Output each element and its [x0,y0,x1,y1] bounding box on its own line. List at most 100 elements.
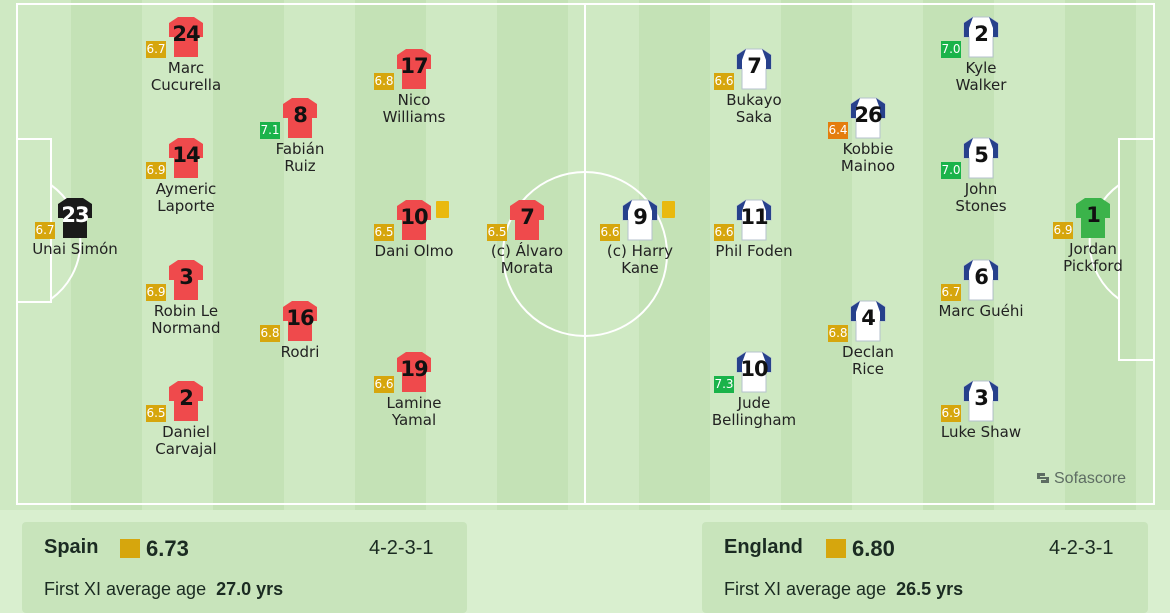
team-formation: 4-2-3-1 [369,537,434,559]
player-rating: 6.9 [146,162,166,179]
shirt-icon: 2 [963,16,999,58]
player-name: Phil Foden [715,242,793,260]
shirt-icon: 26 [850,97,886,139]
sofascore-icon [1037,473,1049,483]
player-rating: 6.6 [714,73,734,90]
rating-square-icon [120,539,140,558]
shirt-icon: 3 [963,380,999,422]
player-name: Luke Shaw [940,423,1022,441]
shirt-icon: 8 [282,97,318,139]
player-marc-guehi[interactable]: 6 6.7 Marc Guéhi [921,259,1041,339]
shirt-icon: 10 [396,199,432,241]
average-age-label: First XI average age [724,579,887,599]
player-phil-foden[interactable]: 11 6.6 Phil Foden [694,199,814,279]
goalkeeper-shirt-icon: 1 [1075,197,1111,239]
rating-square-icon [826,539,846,558]
shirt-icon: 11 [736,199,772,241]
player-rating: 6.8 [828,325,848,342]
shirt-icon: 14 [168,137,204,179]
average-age-label: First XI average age [44,579,207,599]
sofascore-logo: Sofascore [1036,470,1126,488]
player-rating: 6.6 [374,376,394,393]
player-rating: 6.6 [600,224,620,241]
team-name: England [724,536,803,558]
team-formation: 4-2-3-1 [1049,537,1114,559]
player-dani-olmo[interactable]: 10 6.5 Dani Olmo [354,199,474,279]
player-unai-simon[interactable]: 23 6.7 Unai Simón [15,197,135,277]
shirt-icon: 17 [396,48,432,90]
brand-text: Sofascore [1054,470,1127,487]
shirt-icon: 10 [736,351,772,393]
player-name: Dani Olmo [374,242,454,260]
average-age-value: 27.0 yrs [216,579,284,599]
player-rating: 6.6 [714,224,734,241]
player-rating: 6.7 [941,284,961,301]
team-average-rating: 6.80 [852,536,895,561]
player-rating: 7.0 [941,41,961,58]
shirt-icon: 5 [963,137,999,179]
player-rating: 6.5 [146,405,166,422]
player-rating: 7.0 [941,162,961,179]
shirt-icon: 9 [622,199,658,241]
player-name: Rodri [280,343,320,361]
shirt-icon: 16 [282,300,318,342]
shirt-icon: 7 [736,48,772,90]
player-rating: 6.7 [35,222,55,239]
average-age-value: 26.5 yrs [896,579,964,599]
average-age-row: First XI average age 26.5 yrs [724,579,963,600]
player-rating: 6.9 [146,284,166,301]
pitch-lines [16,3,1155,505]
shirt-icon: 7 [509,199,545,241]
player-luke-shaw[interactable]: 3 6.9 Luke Shaw [921,380,1041,460]
shirt-icon: 2 [168,380,204,422]
player-rating: 6.5 [374,224,394,241]
average-age-row: First XI average age 27.0 yrs [44,579,283,600]
player-name: Unai Simón [32,240,118,258]
player-rodri[interactable]: 16 6.8 Rodri [240,300,360,380]
team-summary-england: England 6.80 4-2-3-1 First XI average ag… [702,522,1148,613]
player-rating: 7.1 [260,122,280,139]
team-average-rating: 6.73 [146,536,189,561]
player-rating: 6.9 [941,405,961,422]
goalkeeper-shirt-icon: 23 [57,197,93,239]
player-rating: 7.3 [714,376,734,393]
player-name: Marc Guéhi [938,302,1024,320]
player-rating: 6.5 [487,224,507,241]
yellow-card-icon [662,201,675,218]
shirt-icon: 6 [963,259,999,301]
player-rating: 6.7 [146,41,166,58]
shirt-icon: 3 [168,259,204,301]
player-rating: 6.9 [1053,222,1073,239]
